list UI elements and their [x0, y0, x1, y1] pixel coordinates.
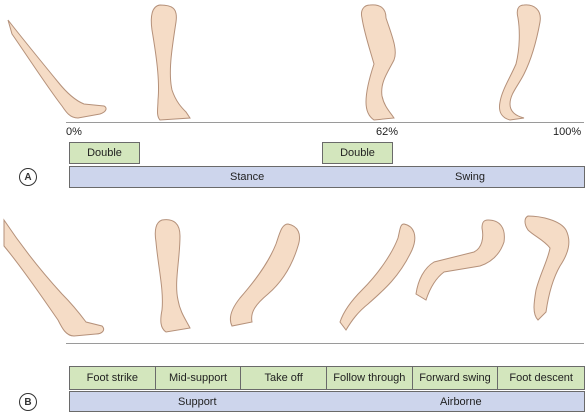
- panel-b-baseline: [66, 343, 584, 344]
- percent-0-label: 0%: [66, 126, 82, 138]
- panel-a-label: A: [19, 168, 37, 186]
- running-leg-4: [339, 223, 416, 331]
- stance-label: Stance: [230, 171, 265, 183]
- phase-follow-through: Follow through: [327, 367, 413, 389]
- double-support-box-2: Double: [322, 142, 393, 164]
- airborne-label: Airborne: [440, 395, 482, 408]
- running-leg-3: [229, 223, 301, 327]
- walking-leg-illustrations: [7, 4, 541, 121]
- swing-label: Swing: [455, 171, 485, 183]
- running-leg-2: [154, 219, 191, 333]
- support-airborne-bar: Support Airborne: [69, 391, 585, 412]
- phase-mid-support: Mid-support: [156, 367, 242, 389]
- panel-a-baseline: [66, 122, 584, 123]
- support-label: Support: [178, 395, 217, 408]
- walking-leg-2: [150, 4, 191, 121]
- running-phases-row: Foot strike Mid-support Take off Follow …: [69, 366, 585, 390]
- walking-leg-1: [7, 19, 107, 119]
- running-leg-5: [415, 219, 505, 301]
- walking-leg-4: [499, 4, 541, 121]
- running-leg-1: [3, 218, 105, 337]
- phase-foot-strike: Foot strike: [70, 367, 156, 389]
- walking-leg-3: [361, 4, 396, 121]
- stance-swing-bar: Stance Swing: [69, 166, 585, 188]
- running-leg-6: [524, 215, 570, 321]
- running-leg-illustrations: [3, 215, 570, 337]
- percent-62-label: 62%: [376, 126, 399, 138]
- phase-forward-swing: Forward swing: [413, 367, 499, 389]
- phase-take-off: Take off: [241, 367, 328, 389]
- panel-b-label: B: [19, 393, 37, 411]
- phase-foot-descent: Foot descent: [509, 372, 573, 384]
- double-support-box-1: Double: [69, 142, 140, 164]
- percent-100-label: 100%: [553, 126, 582, 138]
